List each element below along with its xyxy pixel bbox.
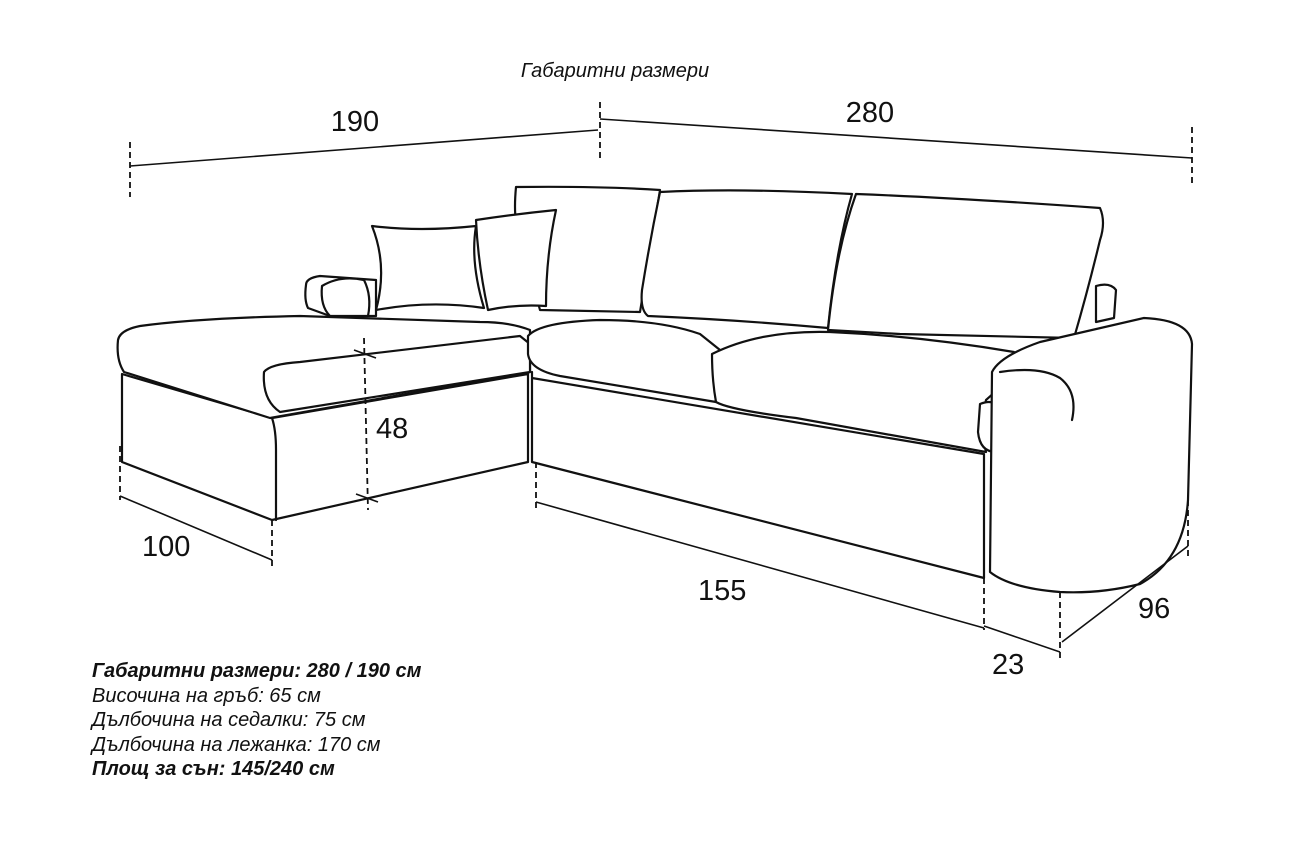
spec-overall: Габаритни размери: 280 / 190 см [92,660,422,682]
spec-chaise-length: Дълбочина на лежанка: 170 см [92,733,381,756]
dimension-96: 96 [1138,593,1170,625]
spec-list: Габаритни размери: 280 / 190 см Височина… [92,659,421,782]
chaise-armrest [304,274,378,318]
spec-sleep-area: Площ за сън: 145/240 см [92,758,335,780]
chaise [116,314,532,522]
dimension-190: 190 [331,106,379,138]
throw-pillows [370,208,558,312]
dimension-100: 100 [142,531,190,563]
back-cushions [640,189,1118,340]
dimension-280: 280 [846,97,894,129]
spec-back-height: Височина на гръб: 65 см [92,684,321,707]
dimension-155: 155 [698,575,746,607]
top-dimension-lines [129,102,1193,197]
base-dimension-lines [119,337,1189,660]
sofa-seat [526,318,1016,580]
dimension-23: 23 [992,649,1024,681]
diagram-title: Габаритни размери [520,60,710,82]
dimension-48: 48 [376,413,408,445]
spec-seat-depth: Дълбочина на седалки: 75 см [92,709,366,731]
right-armrest [988,316,1194,594]
